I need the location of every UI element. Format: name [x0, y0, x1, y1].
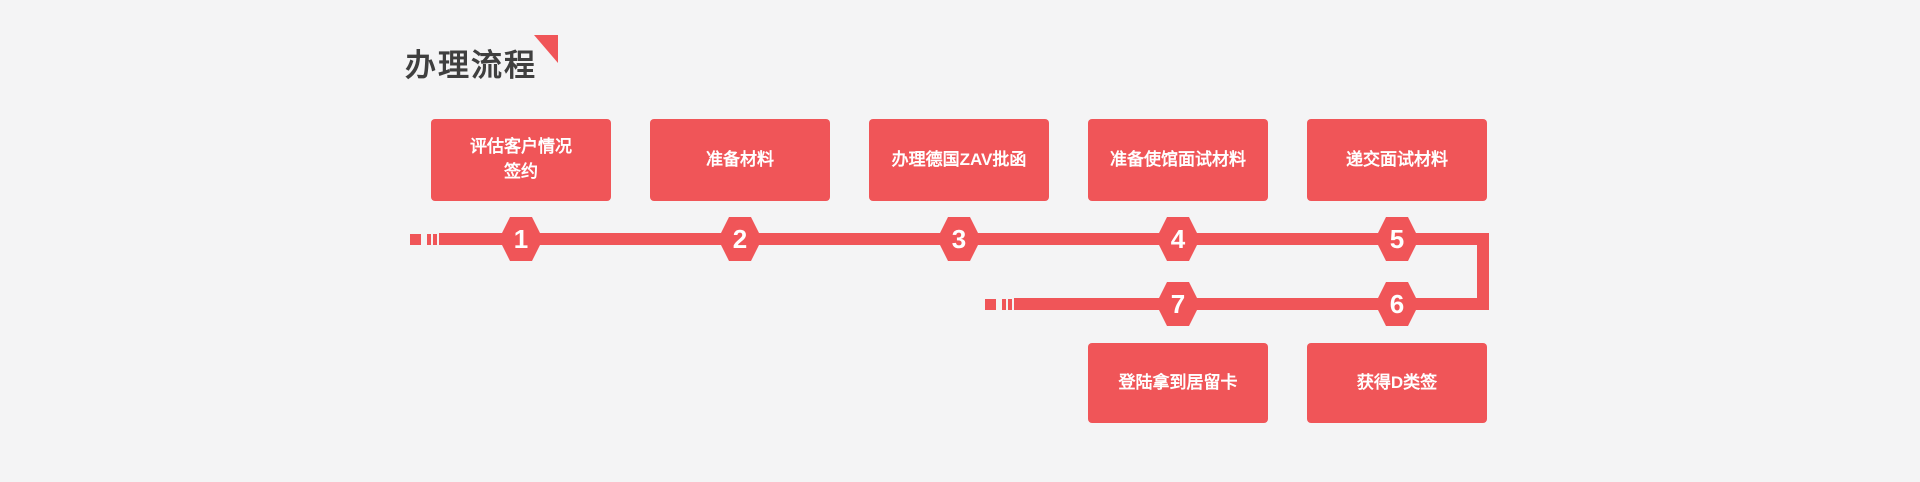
step-hexagon-3: 3: [937, 217, 981, 261]
step-label: 评估客户情况 签约: [470, 137, 572, 181]
step-label: 获得D类签: [1356, 372, 1438, 392]
step-hexagon-6: 6: [1375, 282, 1419, 326]
timeline-line-row2: [1014, 298, 1489, 310]
step-box-5: 递交面试材料: [1307, 119, 1487, 201]
step-box-3: 办理德国ZAV批函: [869, 119, 1049, 201]
timeline-elbow-vertical: [1477, 233, 1489, 310]
timeline-start-tick: [1002, 299, 1006, 310]
step-hexagon-2: 2: [718, 217, 762, 261]
step-number: 5: [1389, 223, 1405, 254]
step-hexagon-5: 5: [1375, 217, 1419, 261]
step-label: 登陆拿到居留卡: [1118, 372, 1238, 392]
step-hexagon-4: 4: [1156, 217, 1200, 261]
step-number: 6: [1389, 288, 1405, 319]
step-box-7: 登陆拿到居留卡: [1088, 343, 1268, 423]
timeline-start-tick: [427, 234, 431, 245]
step-box-6: 获得D类签: [1307, 343, 1487, 423]
page-title: 办理流程: [405, 48, 537, 83]
step-number: 2: [732, 223, 748, 254]
step-label: 准备材料: [706, 149, 774, 169]
step-box-2: 准备材料: [650, 119, 830, 201]
timeline-start-square: [410, 234, 421, 245]
step-box-4: 准备使馆面试材料: [1088, 119, 1268, 201]
step-number: 3: [951, 223, 967, 254]
timeline-start-tick: [433, 234, 437, 245]
step-number: 7: [1170, 288, 1186, 319]
step-box-1: 评估客户情况 签约: [431, 119, 611, 201]
step-number: 4: [1170, 223, 1186, 254]
step-label: 准备使馆面试材料: [1110, 149, 1246, 169]
step-label: 办理德国ZAV批函: [891, 149, 1027, 169]
step-number: 1: [513, 223, 529, 254]
step-hexagon-1: 1: [499, 217, 543, 261]
timeline-start-square: [985, 299, 996, 310]
corner-triangle-icon: [534, 35, 558, 63]
step-hexagon-7: 7: [1156, 282, 1200, 326]
page-title-block: 办理流程: [405, 40, 537, 85]
step-label: 递交面试材料: [1346, 149, 1448, 169]
timeline-start-tick: [1008, 299, 1012, 310]
